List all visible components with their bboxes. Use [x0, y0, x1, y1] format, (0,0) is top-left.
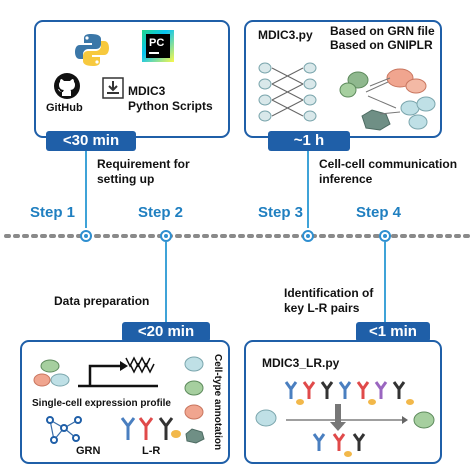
pycharm-logo-text: PC — [149, 37, 165, 49]
setup-caption: Requirement for setting up — [97, 157, 190, 186]
github-logo-icon — [54, 73, 80, 99]
lr-time-tag: <1 min — [356, 322, 430, 342]
ligand-receptor-icon — [120, 417, 181, 440]
preparation-time-tag: <20 min — [122, 322, 210, 342]
scripts-label: MDIC3 Python Scripts — [128, 84, 213, 113]
lr-label: L-R — [142, 445, 161, 457]
step-3-label: Step 3 — [258, 204, 304, 221]
inference-panel: MDIC3.py Based on GRN file Based on GNIP… — [244, 20, 442, 138]
python-logo-icon — [75, 34, 109, 66]
step2-connector — [165, 242, 167, 328]
grn-label: GRN — [76, 445, 101, 457]
step-4-label: Step 4 — [356, 204, 402, 221]
inference-caption: Cell-cell communication inference — [319, 157, 458, 186]
expression-label: Single-cell expression profile — [32, 398, 171, 409]
step4-connector — [384, 242, 386, 328]
timeline — [4, 230, 470, 242]
cell-type-cells-icon — [184, 356, 205, 444]
setup-time-tag: <30 min — [46, 131, 136, 151]
method-grn-file: Based on GRN file — [330, 24, 435, 38]
inference-time-tag: ~1 h — [268, 131, 350, 151]
annotation-label: Cell-type annotation — [212, 354, 223, 451]
preparation-panel: Single-cell expression profile GRN L-R C… — [20, 340, 230, 464]
setup-panel: PC GitHub MDIC3 Python Scripts — [34, 20, 230, 138]
download-icon — [102, 77, 124, 99]
github-label: GitHub — [46, 102, 83, 114]
lr-panel: MDIC3_LR.py — [244, 340, 442, 464]
lr-caption: Identification of key L-R pairs — [284, 286, 374, 315]
communication-network-illustration — [258, 62, 436, 131]
step-2-label: Step 2 — [138, 204, 184, 221]
step1-connector — [85, 151, 87, 228]
lr-pairs-illustration — [255, 381, 435, 457]
method-gniplr: Based on GNIPLR — [330, 38, 433, 52]
pycharm-logo-icon: PC — [142, 30, 174, 62]
grn-network-icon — [46, 416, 82, 444]
lr-script-name: MDIC3_LR.py — [262, 356, 340, 370]
inference-script-name: MDIC3.py — [258, 28, 313, 42]
step3-connector — [307, 151, 309, 228]
expression-illustration — [33, 356, 158, 388]
step-1-label: Step 1 — [30, 204, 76, 221]
preparation-caption: Data preparation — [54, 294, 150, 308]
